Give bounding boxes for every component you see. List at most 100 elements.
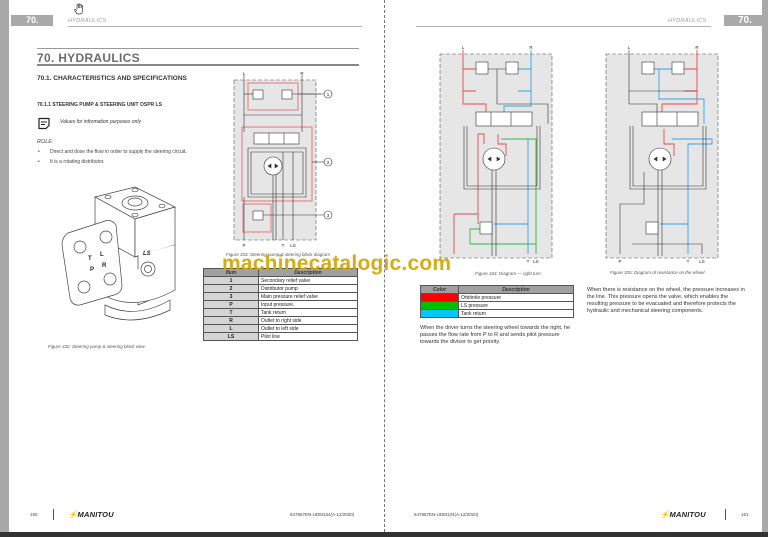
port-label-p: P [90, 267, 94, 273]
document-reference: 647867EN-UDM134(A-12/2020) [414, 512, 479, 517]
role-bullet-list: Direct and dose the flow in order to sup… [37, 149, 187, 169]
svg-text:L: L [462, 45, 465, 50]
left-page: 70. HYDRAULICS 70. HYDRAULICS 70.1. CHAR… [0, 0, 384, 532]
watermark: machinecatalogic.com [222, 252, 452, 275]
svg-text:LS: LS [290, 243, 296, 248]
color-swatch-red [420, 293, 459, 302]
header-section-title: HYDRAULICS [68, 18, 107, 24]
port-label-ls: LS [143, 251, 151, 257]
item-description: Secondary relief valve [258, 276, 358, 285]
section-heading: 70.1. CHARACTERISTICS AND SPECIFICATIONS [37, 75, 187, 82]
chapter-tab: 70. [11, 15, 53, 26]
resistance-paragraph: When there is resistance on the wheel, t… [587, 287, 745, 314]
figure-333-caption: Figure 333: Steering pump & steering blo… [226, 252, 331, 257]
heading-rule [37, 48, 359, 49]
color-description: LS pressure [458, 301, 574, 310]
note-text: Values for information purposes only [60, 119, 141, 125]
svg-text:P: P [242, 243, 245, 248]
item-description: Tank return [258, 308, 358, 317]
item-description: Outlet to left side [258, 324, 358, 333]
svg-text:L: L [243, 72, 246, 76]
item-description: Outlet to right side [258, 316, 358, 325]
svg-text:1: 1 [327, 92, 330, 97]
chapter-heading: 70. HYDRAULICS [37, 51, 140, 65]
svg-text:P: P [618, 259, 621, 264]
steering-pump-illustration: T L P R LS [61, 186, 176, 321]
subsection-heading: 70.1.1 STEERING PUMP & STEERING UNIT OSP… [37, 102, 162, 108]
item-key: 2 [203, 284, 259, 293]
item-key: P [203, 300, 259, 309]
page-number: 151 [741, 512, 749, 517]
color-description: Tank return [458, 309, 574, 318]
port-label-l: L [100, 252, 104, 258]
svg-text:2: 2 [327, 160, 330, 165]
page-number: 150 [30, 512, 38, 517]
port-label-t: T [88, 256, 92, 262]
header-section-title: HYDRAULICS [668, 18, 707, 24]
svg-text:R: R [695, 45, 699, 50]
footer-separator [725, 509, 726, 520]
color-description: Orbitrole pressure [458, 293, 574, 302]
wheel-resistance-diagram: L R P T LS [605, 45, 719, 264]
color-swatch-cyan [420, 309, 459, 318]
svg-text:L: L [628, 45, 631, 50]
item-key: L [203, 324, 259, 333]
logo-mark-icon: ⚡ [68, 510, 78, 519]
right-page: HYDRAULICS 70. [384, 0, 768, 532]
role-bullet: Direct and dose the flow in order to sup… [37, 149, 187, 156]
item-key: R [203, 316, 259, 325]
left-margin-bar [0, 0, 9, 532]
figure-332-caption: Figure 332: Steering pump & steering blo… [48, 344, 145, 349]
steering-block-diagram: 1 2 3 L R P T LS [233, 72, 333, 248]
page-gutter [384, 0, 385, 532]
item-description: Pilot line [258, 332, 358, 341]
role-label: ROLE: [37, 139, 54, 145]
color-legend-table: Color Description Orbitrole pressure LS … [420, 285, 574, 318]
chapter-tab: 70. [724, 15, 768, 26]
column-header-color: Color [420, 285, 459, 294]
svg-text:T: T [687, 259, 690, 264]
svg-text:R: R [529, 45, 533, 50]
document-reference: 647867EN-UDM134(A-12/2020) [290, 512, 355, 517]
heading-rule [37, 64, 359, 66]
figure-335-caption: Figure 335: Diagram of resistance on the… [610, 270, 705, 275]
footer-separator [53, 509, 54, 520]
right-turn-diagram: L R T LS [439, 45, 553, 264]
right-margin-bar [762, 0, 768, 532]
svg-text:3: 3 [327, 213, 330, 218]
svg-text:LS: LS [533, 259, 539, 264]
table-row: Orbitrole pressure [420, 293, 574, 302]
table-row: LS pressure [420, 301, 574, 310]
role-bullet: It is a rotating distributor. [37, 159, 187, 166]
column-header-description: Description [458, 285, 574, 294]
item-key: 1 [203, 276, 259, 285]
right-turn-paragraph: When the driver turns the steering wheel… [420, 325, 571, 345]
hand-cursor-icon [74, 3, 83, 15]
item-key: 3 [203, 292, 259, 301]
manitou-logo: ⚡MANITOU [660, 510, 706, 519]
color-swatch-green [420, 301, 459, 310]
manitou-logo: ⚡MANITOU [68, 510, 114, 519]
logo-mark-icon: ⚡ [660, 510, 670, 519]
item-key: LS [203, 332, 259, 341]
item-key: T [203, 308, 259, 317]
svg-text:T: T [282, 243, 285, 248]
svg-text:LS: LS [699, 259, 705, 264]
header-rule [416, 26, 711, 27]
item-description: Distributor pump [258, 284, 358, 293]
note-icon [38, 117, 50, 130]
port-label-r: R [102, 263, 107, 269]
svg-text:T: T [527, 259, 530, 264]
header-rule [68, 26, 362, 27]
item-description: Main pressure relief valve [258, 292, 358, 301]
